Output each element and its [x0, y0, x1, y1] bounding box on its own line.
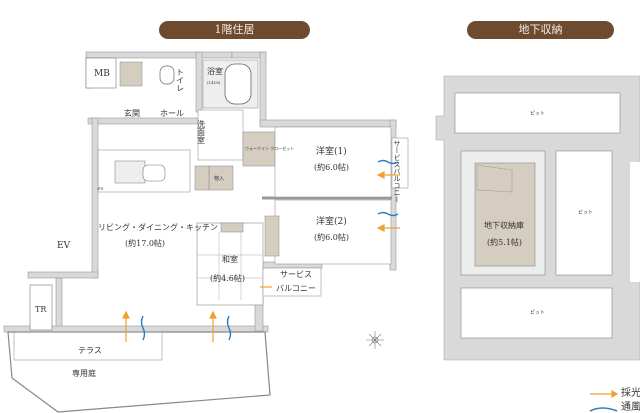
pit-top-label: ピット — [530, 111, 545, 117]
basement-storage — [474, 162, 536, 267]
ldk-size: (約17.0帖) — [125, 238, 165, 248]
entrance-label: 玄関 — [124, 108, 140, 118]
compass-icon — [366, 331, 384, 349]
pit-top — [454, 92, 621, 134]
bathtub-icon — [224, 63, 252, 105]
basement-plan: ピット ピット ピット 地下収納庫 (約5.1帖) — [435, 75, 640, 361]
sink-icon — [142, 164, 166, 182]
legend-wind-icon — [589, 407, 618, 412]
japanese-storage — [220, 222, 244, 233]
mb-box — [85, 57, 117, 89]
western-room-2 — [274, 199, 392, 265]
stove-icon — [114, 160, 146, 184]
toilet-icon — [159, 65, 175, 85]
service-balcony-label-2: バルコニー — [276, 284, 316, 293]
walkin-label: ウォークイン クローゼット — [245, 145, 294, 151]
legend-wind-label: 通風 — [621, 402, 640, 413]
service-balcony-label: サービス — [280, 270, 312, 279]
kitchen-counter — [97, 149, 191, 193]
western1-size: (約6.0帖) — [314, 162, 349, 172]
pit-right-label: ピット — [578, 210, 593, 216]
basement-storage-size: (約5.1帖) — [487, 237, 522, 247]
ldk-label: リビング・ダイニング・キッチン — [98, 222, 218, 232]
pit-bottom — [460, 287, 613, 339]
washroom-box — [197, 109, 244, 161]
tatami-lines — [197, 232, 263, 300]
side-balcony-label: サービスバルコニー — [393, 140, 401, 203]
washroom-label: 洗面室 — [197, 119, 206, 144]
ev-label: EV — [57, 241, 71, 251]
closet — [264, 215, 280, 257]
japanese-size: (約4.6帖) — [210, 273, 245, 283]
tr-label: TR — [35, 305, 47, 314]
shoe-closet — [119, 61, 143, 87]
toilet-label: トイレ — [176, 68, 185, 92]
garden-outline — [7, 331, 271, 413]
tr-box — [29, 284, 53, 331]
ps-label: PS — [98, 186, 104, 191]
basement-header: 地下収納 — [467, 21, 614, 39]
pit-bottom-label: ピット — [530, 310, 545, 316]
right-opening — [630, 162, 640, 282]
western1-label: 洋室(1) — [316, 145, 347, 157]
walkin-closet — [242, 131, 276, 167]
storage-small — [194, 165, 210, 191]
terrace-label: テラス — [78, 346, 102, 355]
western2-label: 洋室(2) — [316, 215, 347, 227]
japanese-label: 和室 — [222, 254, 238, 264]
light-arrows — [122, 171, 400, 342]
legend-light-arrow-icon — [590, 389, 619, 399]
storage-label: 物入 — [214, 175, 224, 182]
bath-size: (1418) — [207, 80, 221, 85]
western-room-1 — [274, 126, 392, 198]
ladder-icon — [476, 164, 513, 193]
japanese-room — [196, 222, 264, 306]
floor1-walls — [3, 51, 397, 333]
terrace-outline — [13, 331, 163, 361]
legend-light-label: 採光 — [621, 388, 640, 399]
western2-size: (約6.0帖) — [314, 232, 349, 242]
floor1-header: 1階住居 — [159, 21, 310, 39]
basement-storage-label: 地下収納庫 — [484, 220, 524, 230]
bath-label: 浴室 — [207, 66, 223, 76]
wind-marks — [140, 159, 399, 341]
garden-label: 専用庭 — [72, 368, 96, 378]
mb-label: MB — [94, 69, 110, 79]
service-balcony — [262, 267, 322, 297]
hall-label: ホール — [160, 109, 184, 118]
pit-right — [555, 150, 613, 276]
